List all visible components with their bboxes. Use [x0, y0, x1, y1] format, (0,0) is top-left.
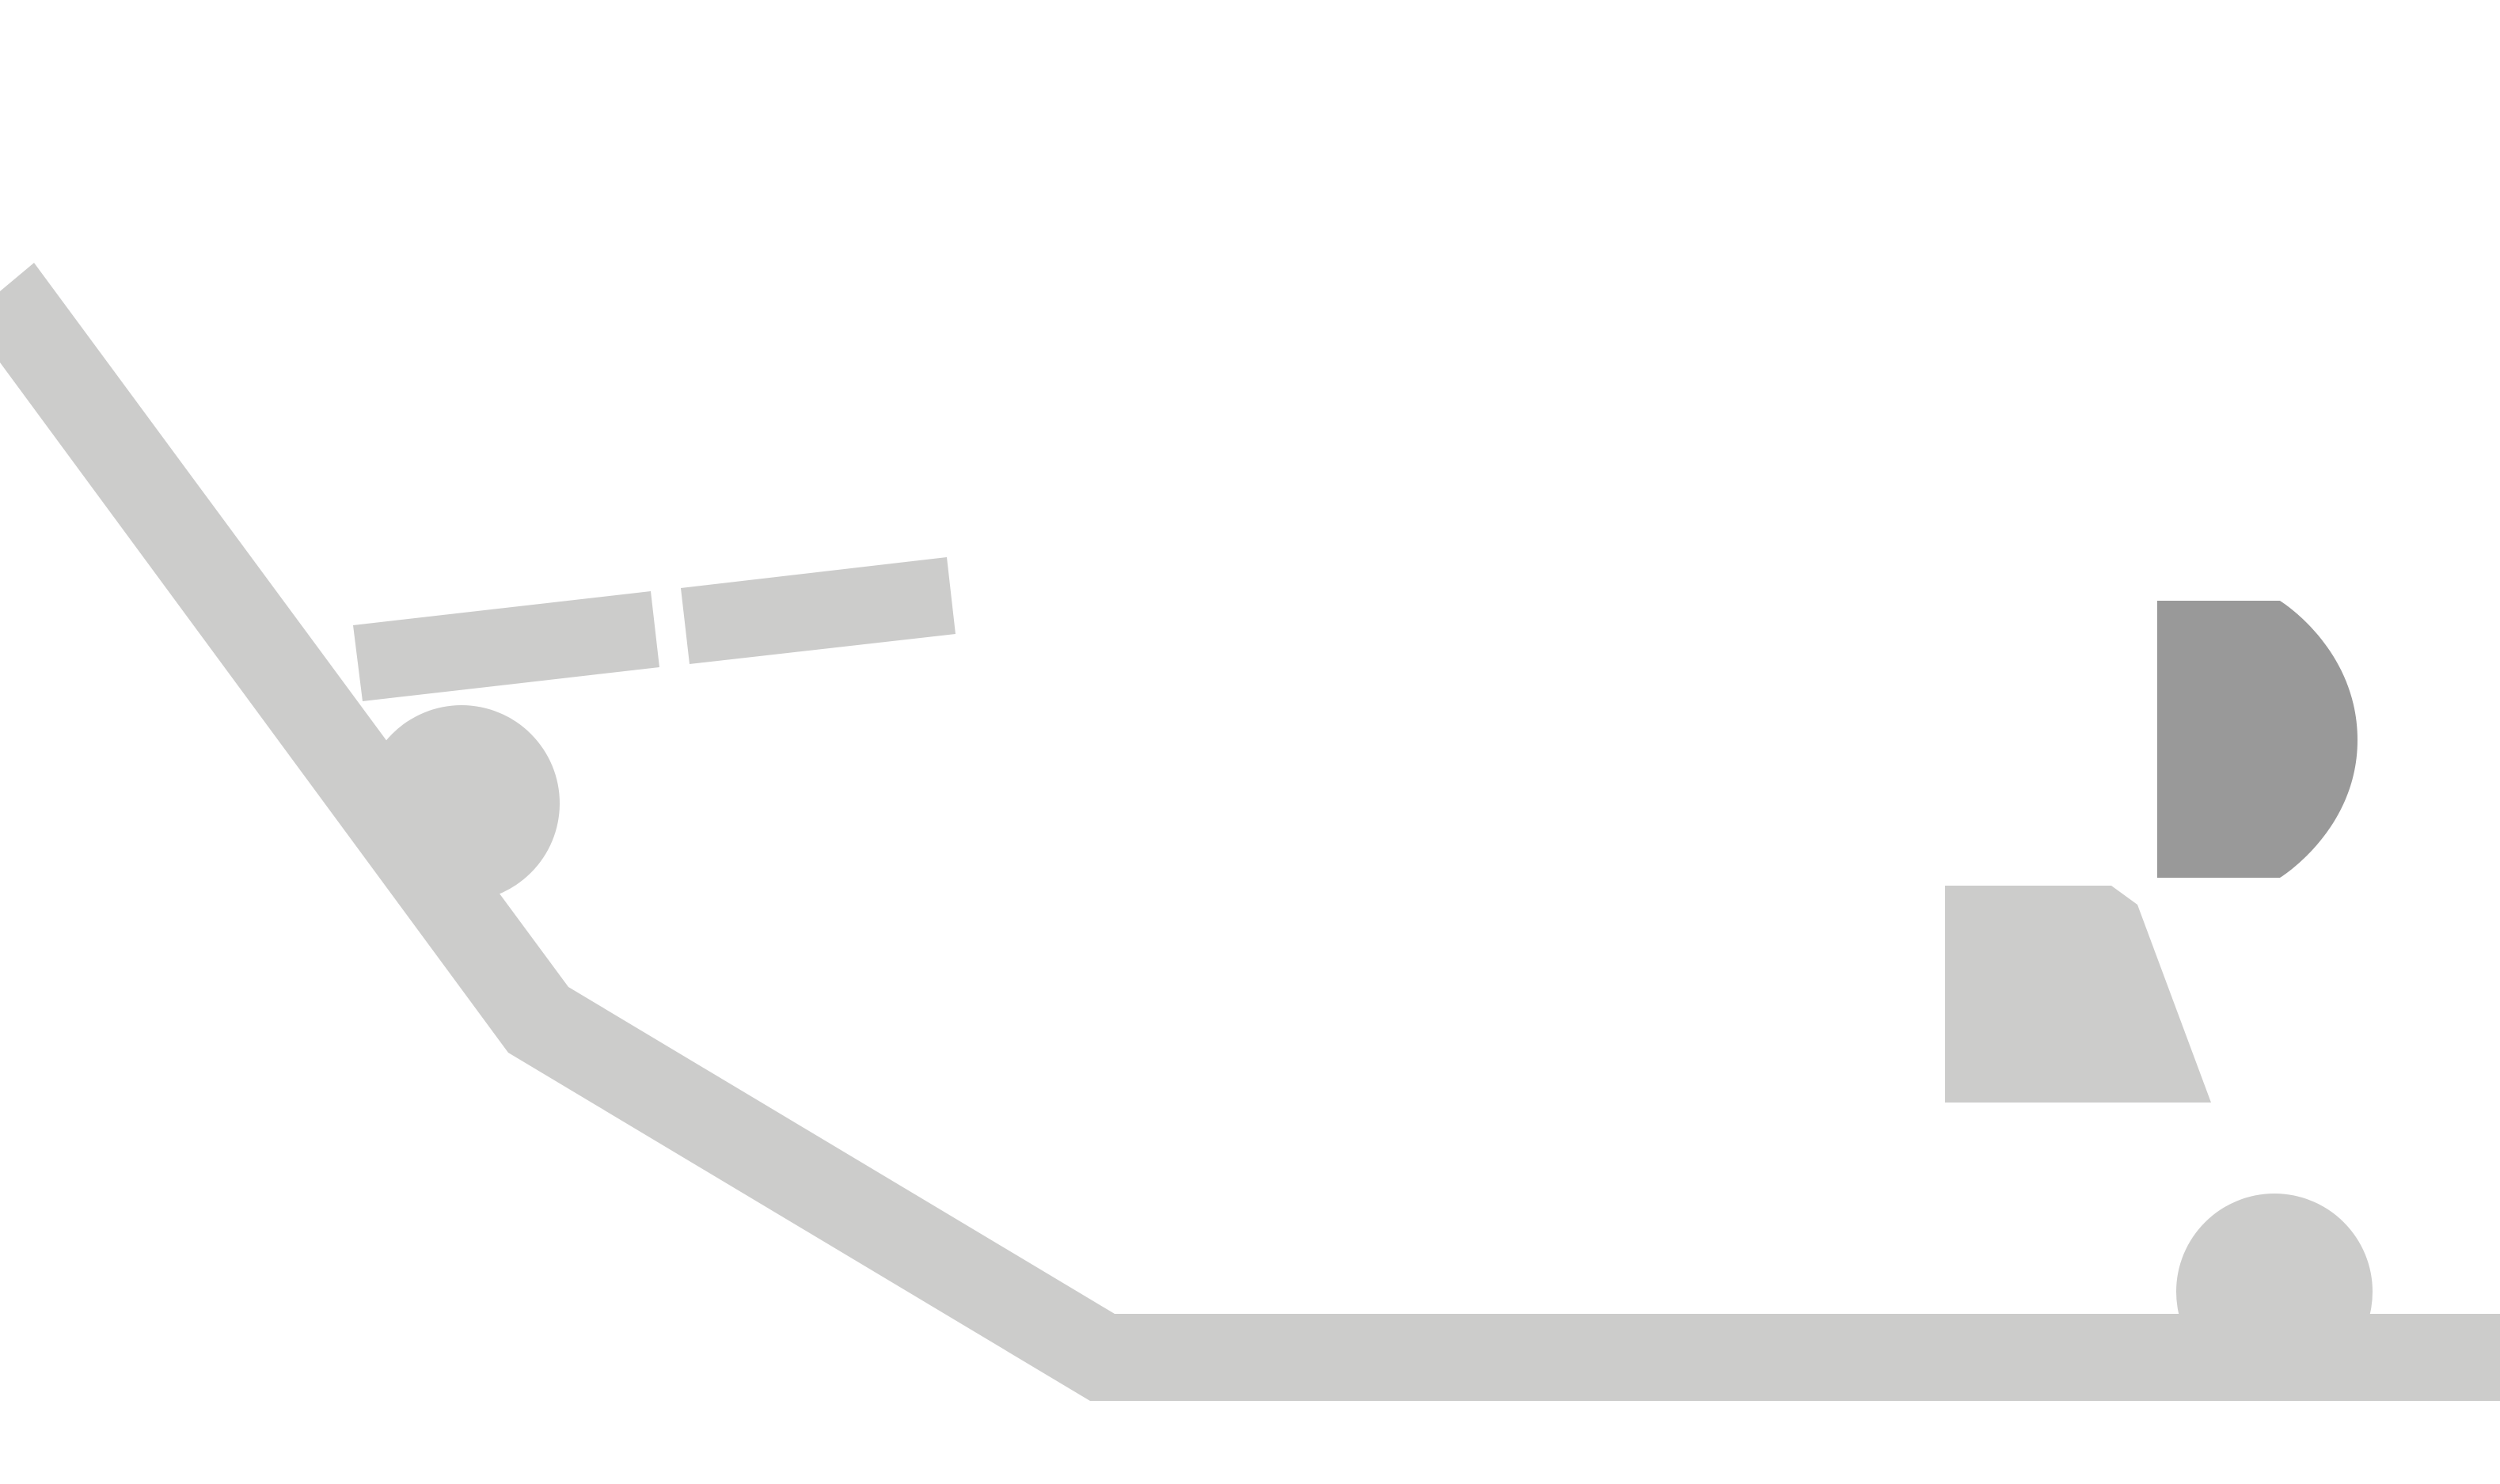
d-shaped-piece[interactable]	[2157, 601, 2358, 878]
ball-on-ramp[interactable]	[363, 705, 560, 901]
trapezoid-block[interactable]	[1945, 886, 2211, 1103]
plank-right[interactable]	[681, 557, 956, 664]
ramp-terrain	[0, 263, 2500, 1401]
plank-left[interactable]	[353, 591, 659, 701]
ball-on-floor[interactable]	[2176, 1194, 2373, 1390]
